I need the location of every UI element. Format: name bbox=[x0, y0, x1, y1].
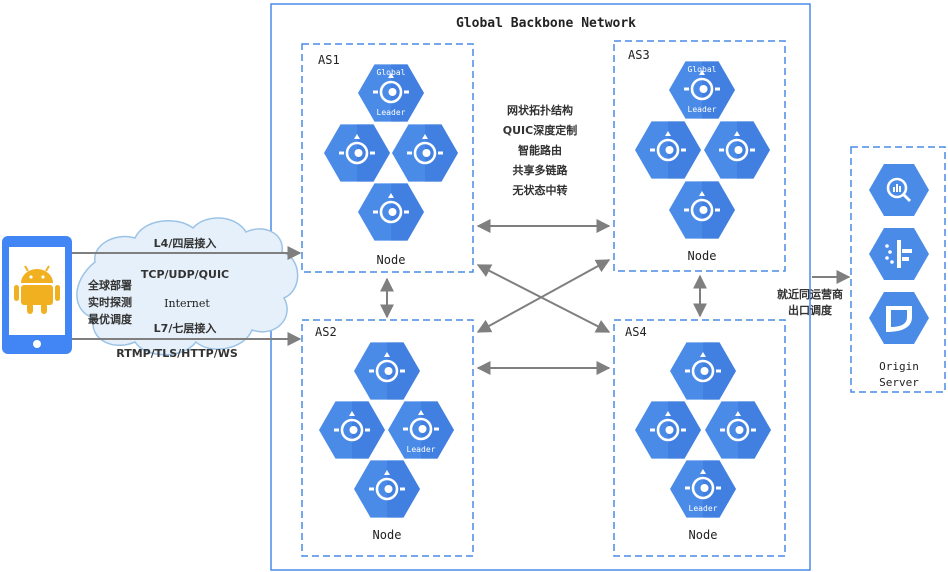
origin-box bbox=[850, 146, 946, 393]
global-leader-label: Leader bbox=[377, 108, 406, 117]
leader-label: Leader bbox=[407, 445, 436, 454]
as2-node-label: Node bbox=[373, 528, 402, 542]
as1-node-label: Node bbox=[377, 253, 406, 267]
server-node-icon bbox=[373, 193, 409, 224]
storage-icon bbox=[869, 292, 929, 344]
node-hexagon bbox=[358, 183, 424, 241]
node-hexagon bbox=[319, 401, 385, 459]
node-hexagon bbox=[324, 124, 390, 182]
node-hexagon bbox=[635, 401, 701, 459]
dataflow-icon bbox=[869, 228, 929, 280]
l7-protocols: RTMP/TLS/HTTP/WS bbox=[116, 347, 238, 360]
as4-label: AS4 bbox=[625, 325, 647, 339]
node-hexagon bbox=[354, 460, 420, 518]
as4-box bbox=[613, 319, 786, 557]
feature-item: 共享多链路 bbox=[513, 163, 569, 177]
capability-item: 最优调度 bbox=[88, 312, 133, 326]
server-node-icon bbox=[719, 131, 755, 162]
global-leader-label: Global bbox=[688, 65, 717, 74]
egress-line2: 出口调度 bbox=[788, 303, 833, 317]
server-node-icon bbox=[685, 352, 721, 383]
egress-line1: 就近同运营商 bbox=[777, 287, 843, 301]
server-node-icon bbox=[685, 469, 721, 500]
as3-label: AS3 bbox=[628, 48, 650, 62]
as4-node-label: Node bbox=[689, 528, 718, 542]
server-node-icon bbox=[684, 70, 720, 101]
node-hexagon bbox=[669, 181, 735, 239]
feature-item: 智能路由 bbox=[518, 143, 562, 157]
capability-item: 实时探测 bbox=[88, 295, 132, 309]
node-hexagon bbox=[705, 401, 771, 459]
internet-label: Internet bbox=[164, 297, 210, 310]
origin-line2: Server bbox=[879, 376, 919, 389]
feature-item: QUIC深度定制 bbox=[503, 123, 577, 137]
as3-box bbox=[613, 40, 786, 272]
server-node-icon bbox=[407, 134, 443, 165]
node-hexagon bbox=[354, 342, 420, 400]
as1-label: AS1 bbox=[318, 53, 340, 67]
server-node-icon bbox=[403, 410, 439, 441]
server-node-icon bbox=[334, 411, 370, 442]
as3-node-label: Node bbox=[688, 249, 717, 263]
server-node-icon bbox=[369, 470, 405, 501]
global-leader-label: Leader bbox=[688, 105, 717, 114]
as1-box bbox=[301, 43, 474, 273]
l4-protocols: TCP/UDP/QUIC bbox=[141, 268, 229, 281]
capability-item: 全球部署 bbox=[87, 278, 132, 292]
analytics-icon bbox=[869, 164, 929, 216]
node-hexagon bbox=[670, 342, 736, 400]
server-node-icon bbox=[684, 191, 720, 222]
global-leader-label: Global bbox=[377, 68, 406, 77]
node-hexagon bbox=[635, 121, 701, 179]
leader-label: Leader bbox=[689, 504, 718, 513]
node-hexagon bbox=[392, 124, 458, 182]
mobile-phone bbox=[2, 236, 72, 354]
link-as2-as3 bbox=[476, 259, 611, 333]
as2-box bbox=[301, 319, 474, 557]
server-node-icon bbox=[369, 352, 405, 383]
origin-icons bbox=[869, 164, 929, 344]
origin-line1: Origin bbox=[879, 360, 919, 373]
feature-list: 网状拓扑结构 QUIC深度定制 智能路由 共享多链路 无状态中转 bbox=[503, 103, 577, 197]
server-node-icon bbox=[650, 411, 686, 442]
server-node-icon bbox=[339, 134, 375, 165]
leader-node: Leader bbox=[670, 460, 736, 518]
node-hexagon bbox=[704, 121, 770, 179]
l7-title: L7/七层接入 bbox=[154, 321, 217, 335]
as2-label: AS2 bbox=[315, 325, 337, 339]
server-node-icon bbox=[373, 73, 409, 104]
server-node-icon bbox=[650, 131, 686, 162]
l4-title: L4/四层接入 bbox=[154, 236, 217, 250]
feature-item: 网状拓扑结构 bbox=[507, 103, 573, 117]
leader-node: Leader bbox=[388, 401, 454, 459]
feature-item: 无状态中转 bbox=[512, 183, 568, 197]
backbone-title: Global Backbone Network bbox=[456, 16, 636, 31]
server-node-icon bbox=[720, 411, 756, 442]
android-icon bbox=[14, 265, 60, 314]
